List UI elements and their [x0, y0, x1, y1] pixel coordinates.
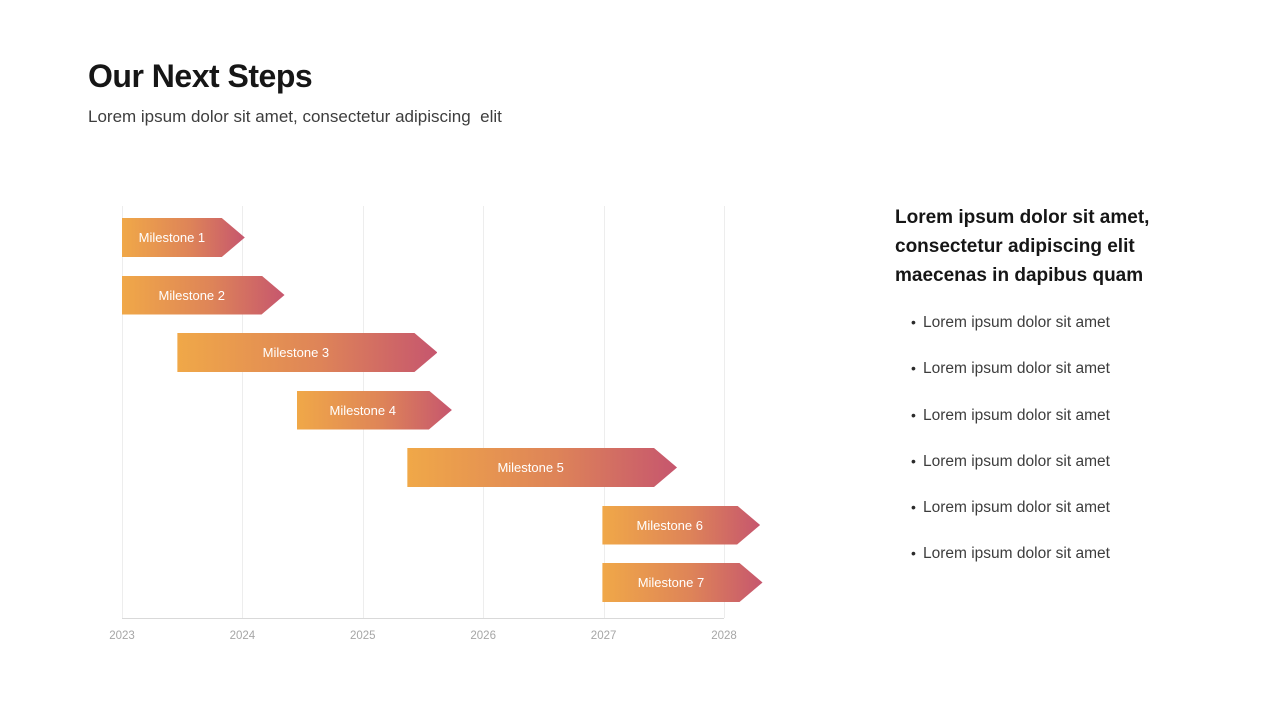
bullet-text: Lorem ipsum dolor sit amet	[923, 314, 1110, 331]
milestone-bar-7: Milestone 7	[602, 563, 762, 602]
gridline-2024	[242, 206, 244, 618]
milestone-bar-4: Milestone 4	[297, 391, 452, 430]
bullet-item-5: • Lorem ipsum dolor sit amet	[895, 499, 1195, 545]
bullet-dot-icon: •	[911, 545, 916, 562]
bullet-item-4: • Lorem ipsum dolor sit amet	[895, 453, 1195, 499]
page-title: Our Next Steps	[88, 58, 313, 94]
bullet-item-1: • Lorem ipsum dolor sit amet	[895, 314, 1195, 360]
x-axis-ticks: 2023 2024 2025 2026 2027 2028	[109, 630, 737, 646]
x-tick-label-2027: 2027	[590, 630, 617, 642]
gridline-2023	[122, 206, 123, 618]
bullet-text: Lorem ipsum dolor sit amet	[923, 545, 1110, 563]
milestone-bar-2: Milestone 2	[122, 276, 285, 315]
milestone-bar-5: Milestone 5	[407, 448, 677, 487]
bullet-text: Lorem ipsum dolor sit amet	[923, 406, 1110, 424]
sidebar-heading: Lorem ipsum dolor sit amet, consectetur …	[895, 207, 1150, 286]
bullet-dot-icon: •	[911, 314, 916, 330]
milestone-bar-1: Milestone 1	[122, 218, 245, 257]
timeline-chart: Milestone 1 Milestone 2 Milestone 3 Milesto…	[122, 206, 724, 619]
bullet-item-6: • Lorem ipsum dolor sit amet	[895, 545, 1195, 591]
gridline-2028	[724, 206, 725, 618]
x-tick-label-2024: 2024	[229, 630, 256, 642]
gridline-2026	[483, 206, 485, 618]
bullet-dot-icon: •	[911, 452, 916, 469]
bullet-dot-icon: •	[911, 360, 916, 377]
bullet-text: Lorem ipsum dolor sit amet	[923, 452, 1110, 470]
x-tick-label-2023: 2023	[109, 630, 135, 642]
slide-header: Our Next Steps Lorem ipsum dolor sit ame…	[88, 58, 502, 127]
milestone-bar-3: Milestone 3	[177, 333, 437, 372]
page-subtitle: Lorem ipsum dolor sit amet, consectetur …	[88, 107, 502, 126]
x-tick-label-2026: 2026	[470, 630, 496, 642]
bullet-item-2: • Lorem ipsum dolor sit amet	[895, 360, 1195, 406]
x-tick-label-2025: 2025	[350, 630, 376, 642]
milestone-bar-6: Milestone 6	[602, 506, 760, 545]
bullet-list: • Lorem ipsum dolor sit amet • Lorem ipsum …	[895, 314, 1195, 592]
gridline-2027	[603, 206, 605, 618]
bullet-text: Lorem ipsum dolor sit amet	[923, 360, 1110, 378]
bullet-dot-icon: •	[911, 406, 916, 423]
sidebar-text-block: Lorem ipsum dolor sit amet, consectetur …	[895, 203, 1195, 592]
bullet-item-3: • Lorem ipsum dolor sit amet	[895, 407, 1195, 453]
x-tick-label-2028: 2028	[711, 630, 737, 642]
bullet-dot-icon: •	[911, 499, 916, 516]
bullet-text: Lorem ipsum dolor sit amet	[923, 499, 1110, 517]
